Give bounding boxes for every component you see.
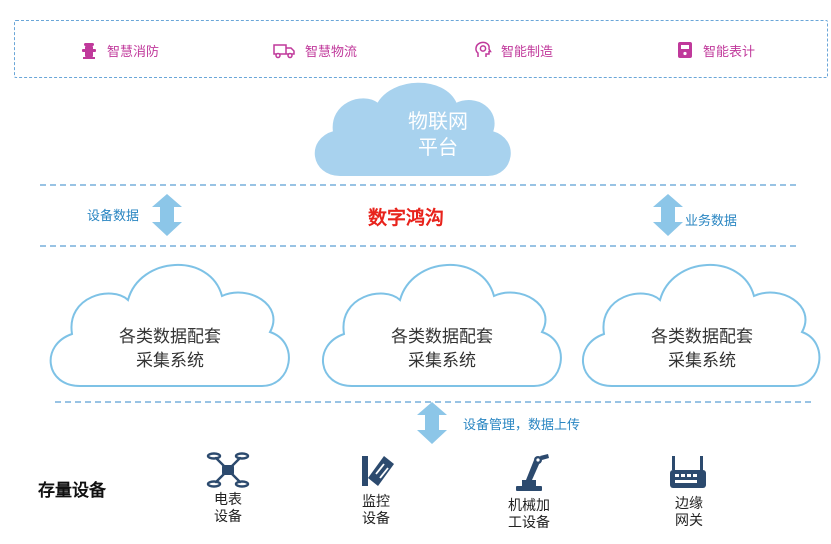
digital-divide-title: 数字鸿沟 xyxy=(368,207,445,229)
collection-cloud-3-icon xyxy=(581,263,821,387)
app-label: 智慧物流 xyxy=(305,44,358,60)
left-double-arrow-icon xyxy=(152,194,182,236)
device-label-meter: 电表 设备 xyxy=(198,492,258,526)
iot-platform-label: 物联网 平台 xyxy=(378,108,498,160)
drone-icon xyxy=(206,452,250,488)
collection-cloud-1-label: 各类数据配套 采集系统 xyxy=(90,325,250,373)
surveillance-camera-icon xyxy=(362,456,394,486)
fire-hydrant-icon xyxy=(82,43,96,59)
business-data-label: 业务数据 xyxy=(685,214,738,229)
device-label-surveillance: 监控 设备 xyxy=(346,494,406,528)
device-label-line: 网关 xyxy=(675,513,703,529)
collection-cloud-line2: 采集系统 xyxy=(136,351,204,371)
app-smart-logistics[interactable]: 智慧物流 xyxy=(271,40,357,60)
app-label: 智慧消防 xyxy=(107,44,160,60)
device-label-line: 设备 xyxy=(362,511,390,527)
collection-cloud-line2: 采集系统 xyxy=(668,351,736,371)
app-label: 智能表计 xyxy=(703,44,756,60)
application-bar: 智慧消防 智慧物流 智能制造 智能表计 xyxy=(14,20,828,78)
device-label-machining: 机械加 工设备 xyxy=(499,498,559,532)
head-gear-icon xyxy=(475,41,492,57)
collection-cloud-line2: 采集系统 xyxy=(408,351,476,371)
app-label: 智能制造 xyxy=(501,44,554,60)
app-smart-firefighting[interactable]: 智慧消防 xyxy=(79,40,159,60)
device-label-line: 设备 xyxy=(214,509,242,525)
device-label-line: 边缘 xyxy=(675,496,703,512)
collection-cloud-line1: 各类数据配套 xyxy=(119,327,221,347)
smart-meter-icon xyxy=(678,42,692,58)
app-smart-manufacturing[interactable]: 智能制造 xyxy=(473,40,553,60)
collection-cloud-1-icon xyxy=(49,263,290,387)
app-smart-metering[interactable]: 智能表计 xyxy=(675,40,755,60)
device-label-gateway: 边缘 网关 xyxy=(659,496,719,530)
collection-cloud-2-icon xyxy=(321,263,562,387)
device-label-line: 监控 xyxy=(362,494,390,510)
iot-platform-cloud-icon xyxy=(314,82,511,176)
collection-cloud-2-label: 各类数据配套 采集系统 xyxy=(362,325,522,373)
right-double-arrow-icon xyxy=(653,194,683,236)
legacy-devices-title: 存量设备 xyxy=(38,481,106,501)
delivery-truck-icon xyxy=(273,44,295,59)
upload-label: 设备管理，数据上传 xyxy=(463,418,581,433)
device-label-line: 工设备 xyxy=(508,515,550,531)
collection-cloud-line1: 各类数据配套 xyxy=(391,327,493,347)
iot-platform-line2: 平台 xyxy=(418,135,458,159)
upload-double-arrow-icon xyxy=(417,402,447,444)
iot-platform-line1: 物联网 xyxy=(408,109,468,133)
collection-cloud-3-label: 各类数据配套 采集系统 xyxy=(622,325,782,373)
router-icon xyxy=(670,456,706,488)
device-label-line: 电表 xyxy=(214,492,242,508)
device-label-line: 机械加 xyxy=(508,498,550,514)
robot-arm-icon xyxy=(516,454,549,491)
device-data-label: 设备数据 xyxy=(87,209,140,224)
collection-cloud-line1: 各类数据配套 xyxy=(651,327,753,347)
